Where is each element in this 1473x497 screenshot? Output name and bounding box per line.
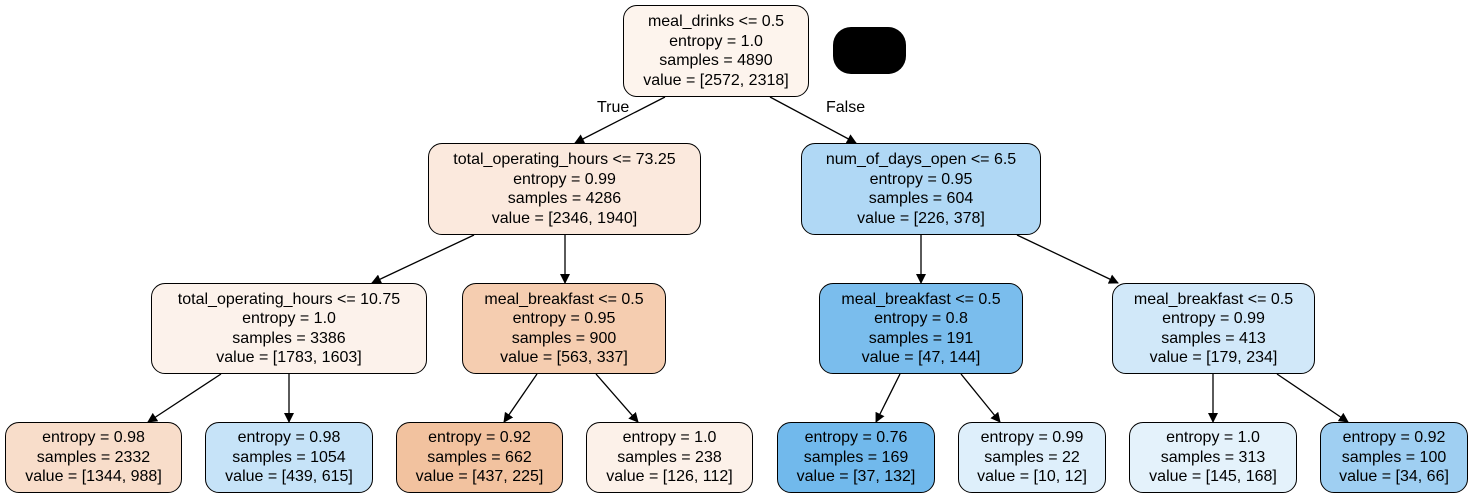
node-line: entropy = 0.98 (237, 429, 341, 447)
node-line: entropy = 1.0 (242, 310, 336, 327)
node-line: samples = 22 (984, 448, 1080, 466)
tree-leaf-2: entropy = 0.98 samples = 1054 value = [4… (205, 422, 373, 493)
node-line: entropy = 0.95 (869, 170, 973, 188)
node-line: value = [126, 112] (606, 468, 733, 486)
edge-l1-to-ll2 (371, 234, 475, 284)
tree-node-rr2: meal_breakfast <= 0.5 entropy = 0.99 sam… (1112, 283, 1315, 374)
node-line: entropy = 0.92 (1342, 429, 1446, 447)
node-line: value = [10, 12] (977, 468, 1087, 486)
node-line: samples = 238 (617, 448, 722, 466)
node-line: entropy = 0.95 (512, 310, 616, 327)
node-line: num_of_days_open <= 6.5 (825, 151, 1017, 168)
node-line: meal_drinks <= 0.5 (647, 13, 785, 30)
edge-label-true: True (597, 99, 630, 116)
tree-node-root: meal_drinks <= 0.5 entropy = 1.0 samples… (623, 5, 809, 97)
tree-node-ll2: total_operating_hours <= 10.75 entropy =… (151, 283, 427, 374)
node-line: value = [437, 225] (415, 468, 544, 486)
tree-node-rl2: meal_breakfast <= 0.5 entropy = 0.8 samp… (819, 283, 1023, 374)
tree-leaf-6: entropy = 0.99 samples = 22 value = [10,… (958, 422, 1106, 493)
node-line: value = [34, 66] (1339, 468, 1449, 486)
node-line: value = [2572, 2318] (643, 71, 789, 89)
node-line: samples = 4286 (507, 190, 622, 207)
node-line: value = [2346, 1940] (491, 209, 638, 227)
node-line: entropy = 1.0 (622, 429, 717, 447)
node-line: value = [1783, 1603] (216, 349, 362, 366)
node-line: value = [226, 378] (857, 209, 985, 227)
node-line: samples = 3386 (232, 329, 346, 347)
tree-node-l1: total_operating_hours <= 73.25 entropy =… (428, 143, 701, 235)
node-line: samples = 100 (1341, 448, 1447, 466)
node-line: total_operating_hours <= 73.25 (453, 151, 676, 168)
tree-leaf-5: entropy = 0.76 samples = 169 value = [37… (777, 422, 935, 493)
edge-ll2-to-leaf1 (147, 373, 222, 423)
edge-rl2-to-leaf5 (875, 373, 901, 423)
node-line: samples = 900 (511, 329, 617, 347)
node-line: entropy = 0.98 (42, 429, 145, 447)
node-line: samples = 2332 (36, 448, 151, 466)
node-line: value = [47, 144] (861, 349, 981, 366)
node-line: entropy = 1.0 (669, 32, 763, 50)
tree-leaf-4: entropy = 1.0 samples = 238 value = [126… (586, 422, 753, 493)
edge-root-to-r1 (769, 96, 857, 144)
node-line: meal_breakfast <= 0.5 (1133, 290, 1294, 308)
node-line: samples = 604 (868, 190, 974, 207)
tree-leaf-7: entropy = 1.0 samples = 313 value = [145… (1129, 422, 1297, 493)
node-line: value = [37, 132] (796, 468, 916, 486)
node-line: total_operating_hours <= 10.75 (177, 290, 401, 308)
edge-rl2-to-leaf6 (960, 373, 1001, 423)
tree-leaf-1: entropy = 0.98 samples = 2332 value = [1… (5, 422, 182, 493)
node-line: samples = 4890 (659, 52, 773, 69)
node-line: samples = 413 (1161, 329, 1266, 347)
node-line: value = [1344, 988] (25, 468, 162, 486)
edge-rr2-to-leaf8 (1276, 373, 1349, 423)
node-line: meal_breakfast <= 0.5 (484, 290, 644, 308)
edge-r1-to-rr2 (1016, 234, 1119, 284)
redaction-block (833, 27, 906, 74)
node-line: samples = 313 (1160, 448, 1266, 466)
node-line: value = [145, 168] (1149, 468, 1277, 486)
node-line: samples = 662 (427, 448, 532, 466)
edge-lr2-to-leaf4 (595, 373, 639, 423)
edge-root-to-l1 (574, 96, 666, 144)
node-line: entropy = 0.99 (513, 170, 616, 188)
node-line: samples = 169 (803, 448, 909, 466)
node-line: entropy = 1.0 (1166, 429, 1260, 447)
tree-node-r1: num_of_days_open <= 6.5 entropy = 0.95 s… (801, 143, 1041, 235)
node-line: value = [439, 615] (225, 468, 353, 486)
node-line: value = [179, 234] (1149, 349, 1278, 366)
edge-label-false: False (826, 99, 866, 116)
tree-leaf-8: entropy = 0.92 samples = 100 value = [34… (1320, 422, 1468, 493)
node-line: value = [563, 337] (500, 349, 628, 366)
node-line: samples = 1054 (232, 448, 346, 466)
node-line: entropy = 0.92 (428, 429, 531, 447)
node-line: entropy = 0.8 (874, 310, 968, 327)
node-line: samples = 191 (868, 329, 974, 347)
tree-node-lr2: meal_breakfast <= 0.5 entropy = 0.95 sam… (462, 283, 666, 374)
node-line: meal_breakfast <= 0.5 (841, 290, 1001, 308)
node-line: entropy = 0.99 (1162, 310, 1265, 327)
node-line: entropy = 0.99 (980, 429, 1084, 447)
tree-leaf-3: entropy = 0.92 samples = 662 value = [43… (396, 422, 563, 493)
edge-lr2-to-leaf3 (503, 373, 538, 423)
node-line: entropy = 0.76 (804, 429, 908, 447)
